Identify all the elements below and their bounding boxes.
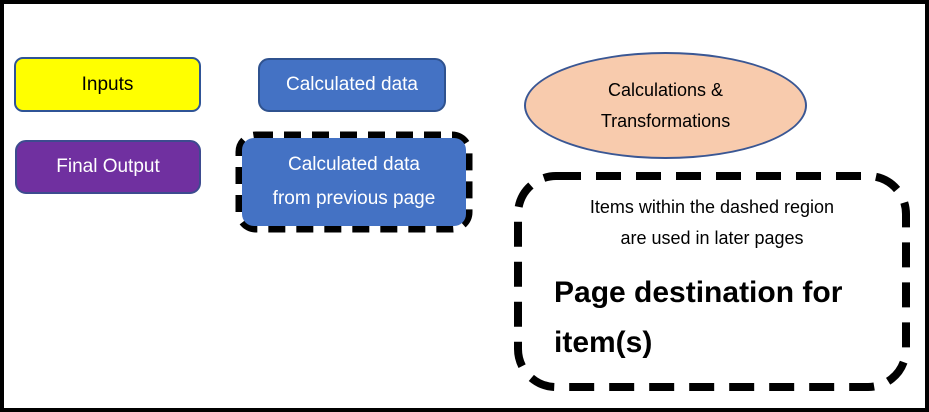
legend-final-output-label: Final Output bbox=[56, 156, 160, 177]
legend-calculations-label-line1: Calculations & bbox=[607, 79, 724, 100]
legend-calculated-previous-label-line2: from previous page bbox=[272, 188, 436, 209]
legend-calculated-data-shape: Calculated data bbox=[258, 58, 446, 112]
legend-inputs-shape: Inputs bbox=[14, 57, 201, 112]
legend-calculated-data-label: Calculated data bbox=[285, 74, 419, 95]
legend-calculated-previous-box: Calculated data from previous page bbox=[242, 138, 466, 226]
dashed-region-note-line1: Items within the dashed region bbox=[589, 197, 835, 217]
legend-calculated-previous-shape: Calculated data from previous page bbox=[235, 131, 473, 233]
dashed-region-title-line2: item(s) bbox=[554, 326, 653, 359]
dashed-region-outline bbox=[514, 172, 910, 391]
legend-dashed-region: Items within the dashed region are used … bbox=[513, 171, 911, 392]
legend-inputs-label: Inputs bbox=[81, 73, 134, 95]
legend-final-output-shape: Final Output bbox=[15, 140, 201, 194]
dashed-region-title: Page destination for item(s) bbox=[554, 268, 842, 368]
legend-calculated-previous-label-line1: Calculated data bbox=[287, 154, 421, 175]
legend-calculations-label-line2: Transformations bbox=[600, 110, 731, 131]
dashed-region-note: Items within the dashed region are used … bbox=[513, 192, 911, 254]
dashed-region-note-line2: are used in later pages bbox=[620, 228, 804, 248]
dashed-outline bbox=[235, 131, 473, 233]
legend-calculations-ellipse: Calculations & Transformations bbox=[524, 52, 807, 159]
dashed-region-title-line1: Page destination for bbox=[554, 276, 843, 309]
